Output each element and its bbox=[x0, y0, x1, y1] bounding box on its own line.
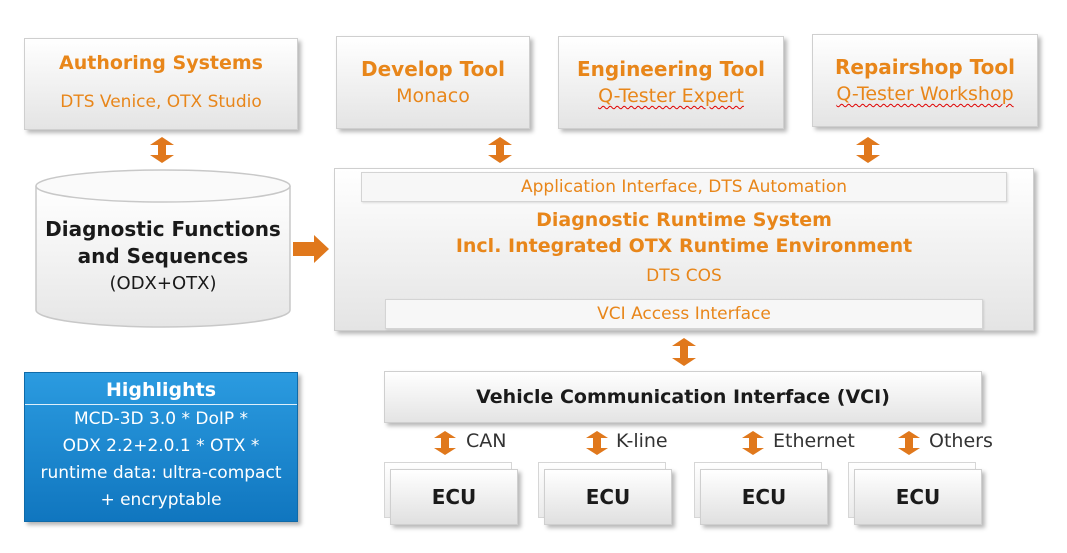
develop-runtime-arrow bbox=[488, 137, 512, 163]
dts-cos-label: DTS COS bbox=[646, 266, 722, 286]
highlights-line3: runtime data: ultra-compact bbox=[40, 463, 282, 483]
vci-box: Vehicle Communication Interface (VCI) bbox=[384, 371, 982, 423]
database-line3: (ODX+OTX) bbox=[109, 273, 217, 294]
ethernet-arrow bbox=[742, 431, 764, 455]
ecu-box-3: ECU bbox=[700, 469, 828, 525]
highlights-line2: ODX 2.2+2.0.1 * OTX * bbox=[62, 436, 260, 456]
develop-tool-title: Develop Tool bbox=[361, 57, 505, 81]
database-cylinder bbox=[35, 169, 291, 328]
bus-label-others: Others bbox=[929, 430, 993, 452]
application-interface-bar: Application Interface, DTS Automation bbox=[361, 172, 1007, 202]
repairshop-tool-box: Repairshop Tool Q-Tester Workshop bbox=[812, 34, 1038, 127]
develop-tool-box: Develop Tool Monaco bbox=[336, 36, 530, 129]
can-arrow bbox=[434, 431, 456, 455]
database-runtime-arrow bbox=[293, 235, 329, 263]
runtime-title-line2: Incl. Integrated OTX Runtime Environment bbox=[455, 235, 913, 257]
develop-tool-subtitle: Monaco bbox=[396, 85, 470, 107]
application-interface-label: Application Interface, DTS Automation bbox=[521, 177, 847, 197]
engineering-tool-box: Engineering Tool Q-Tester Expert bbox=[558, 36, 784, 129]
highlights-line1: MCD-3D 3.0 * DoIP * bbox=[73, 409, 249, 429]
engineering-tool-subtitle: Q-Tester Expert bbox=[598, 85, 744, 107]
authoring-subtitle: DTS Venice, OTX Studio bbox=[60, 92, 262, 112]
runtime-system-box: Application Interface, DTS Automation Di… bbox=[334, 168, 1034, 331]
kline-arrow bbox=[586, 431, 608, 455]
engineering-tool-title: Engineering Tool bbox=[577, 57, 765, 81]
ecu-box-1: ECU bbox=[390, 469, 518, 525]
bus-label-ethernet: Ethernet bbox=[773, 430, 855, 452]
bus-label-can: CAN bbox=[466, 430, 507, 452]
authoring-database-arrow bbox=[150, 137, 174, 163]
database-line2: and Sequences bbox=[77, 244, 249, 268]
repairshop-tool-title: Repairshop Tool bbox=[835, 55, 1015, 79]
runtime-vci-arrow bbox=[672, 338, 696, 366]
vci-label: Vehicle Communication Interface (VCI) bbox=[476, 386, 890, 408]
authoring-title: Authoring Systems bbox=[59, 52, 263, 74]
runtime-title-line1: Diagnostic Runtime System bbox=[536, 209, 832, 231]
vci-access-interface-label: VCI Access Interface bbox=[597, 304, 771, 324]
highlights-box: Highlights MCD-3D 3.0 * DoIP * ODX 2.2+2… bbox=[24, 372, 298, 522]
database-text: Diagnostic Functions and Sequences (ODX+… bbox=[34, 216, 292, 297]
highlights-divider bbox=[25, 404, 297, 405]
vci-access-interface-bar: VCI Access Interface bbox=[385, 299, 983, 329]
others-arrow bbox=[898, 431, 920, 455]
database-line1: Diagnostic Functions bbox=[45, 217, 281, 241]
authoring-systems-box: Authoring Systems DTS Venice, OTX Studio bbox=[24, 38, 298, 130]
repairshop-runtime-arrow bbox=[856, 137, 880, 163]
ecu-box-2: ECU bbox=[544, 469, 672, 525]
ecu-box-4: ECU bbox=[854, 469, 982, 525]
highlights-title: Highlights bbox=[105, 379, 217, 401]
bus-label-kline: K-line bbox=[616, 430, 668, 452]
repairshop-tool-subtitle: Q-Tester Workshop bbox=[836, 83, 1014, 105]
highlights-line4: + encryptable bbox=[100, 490, 222, 510]
